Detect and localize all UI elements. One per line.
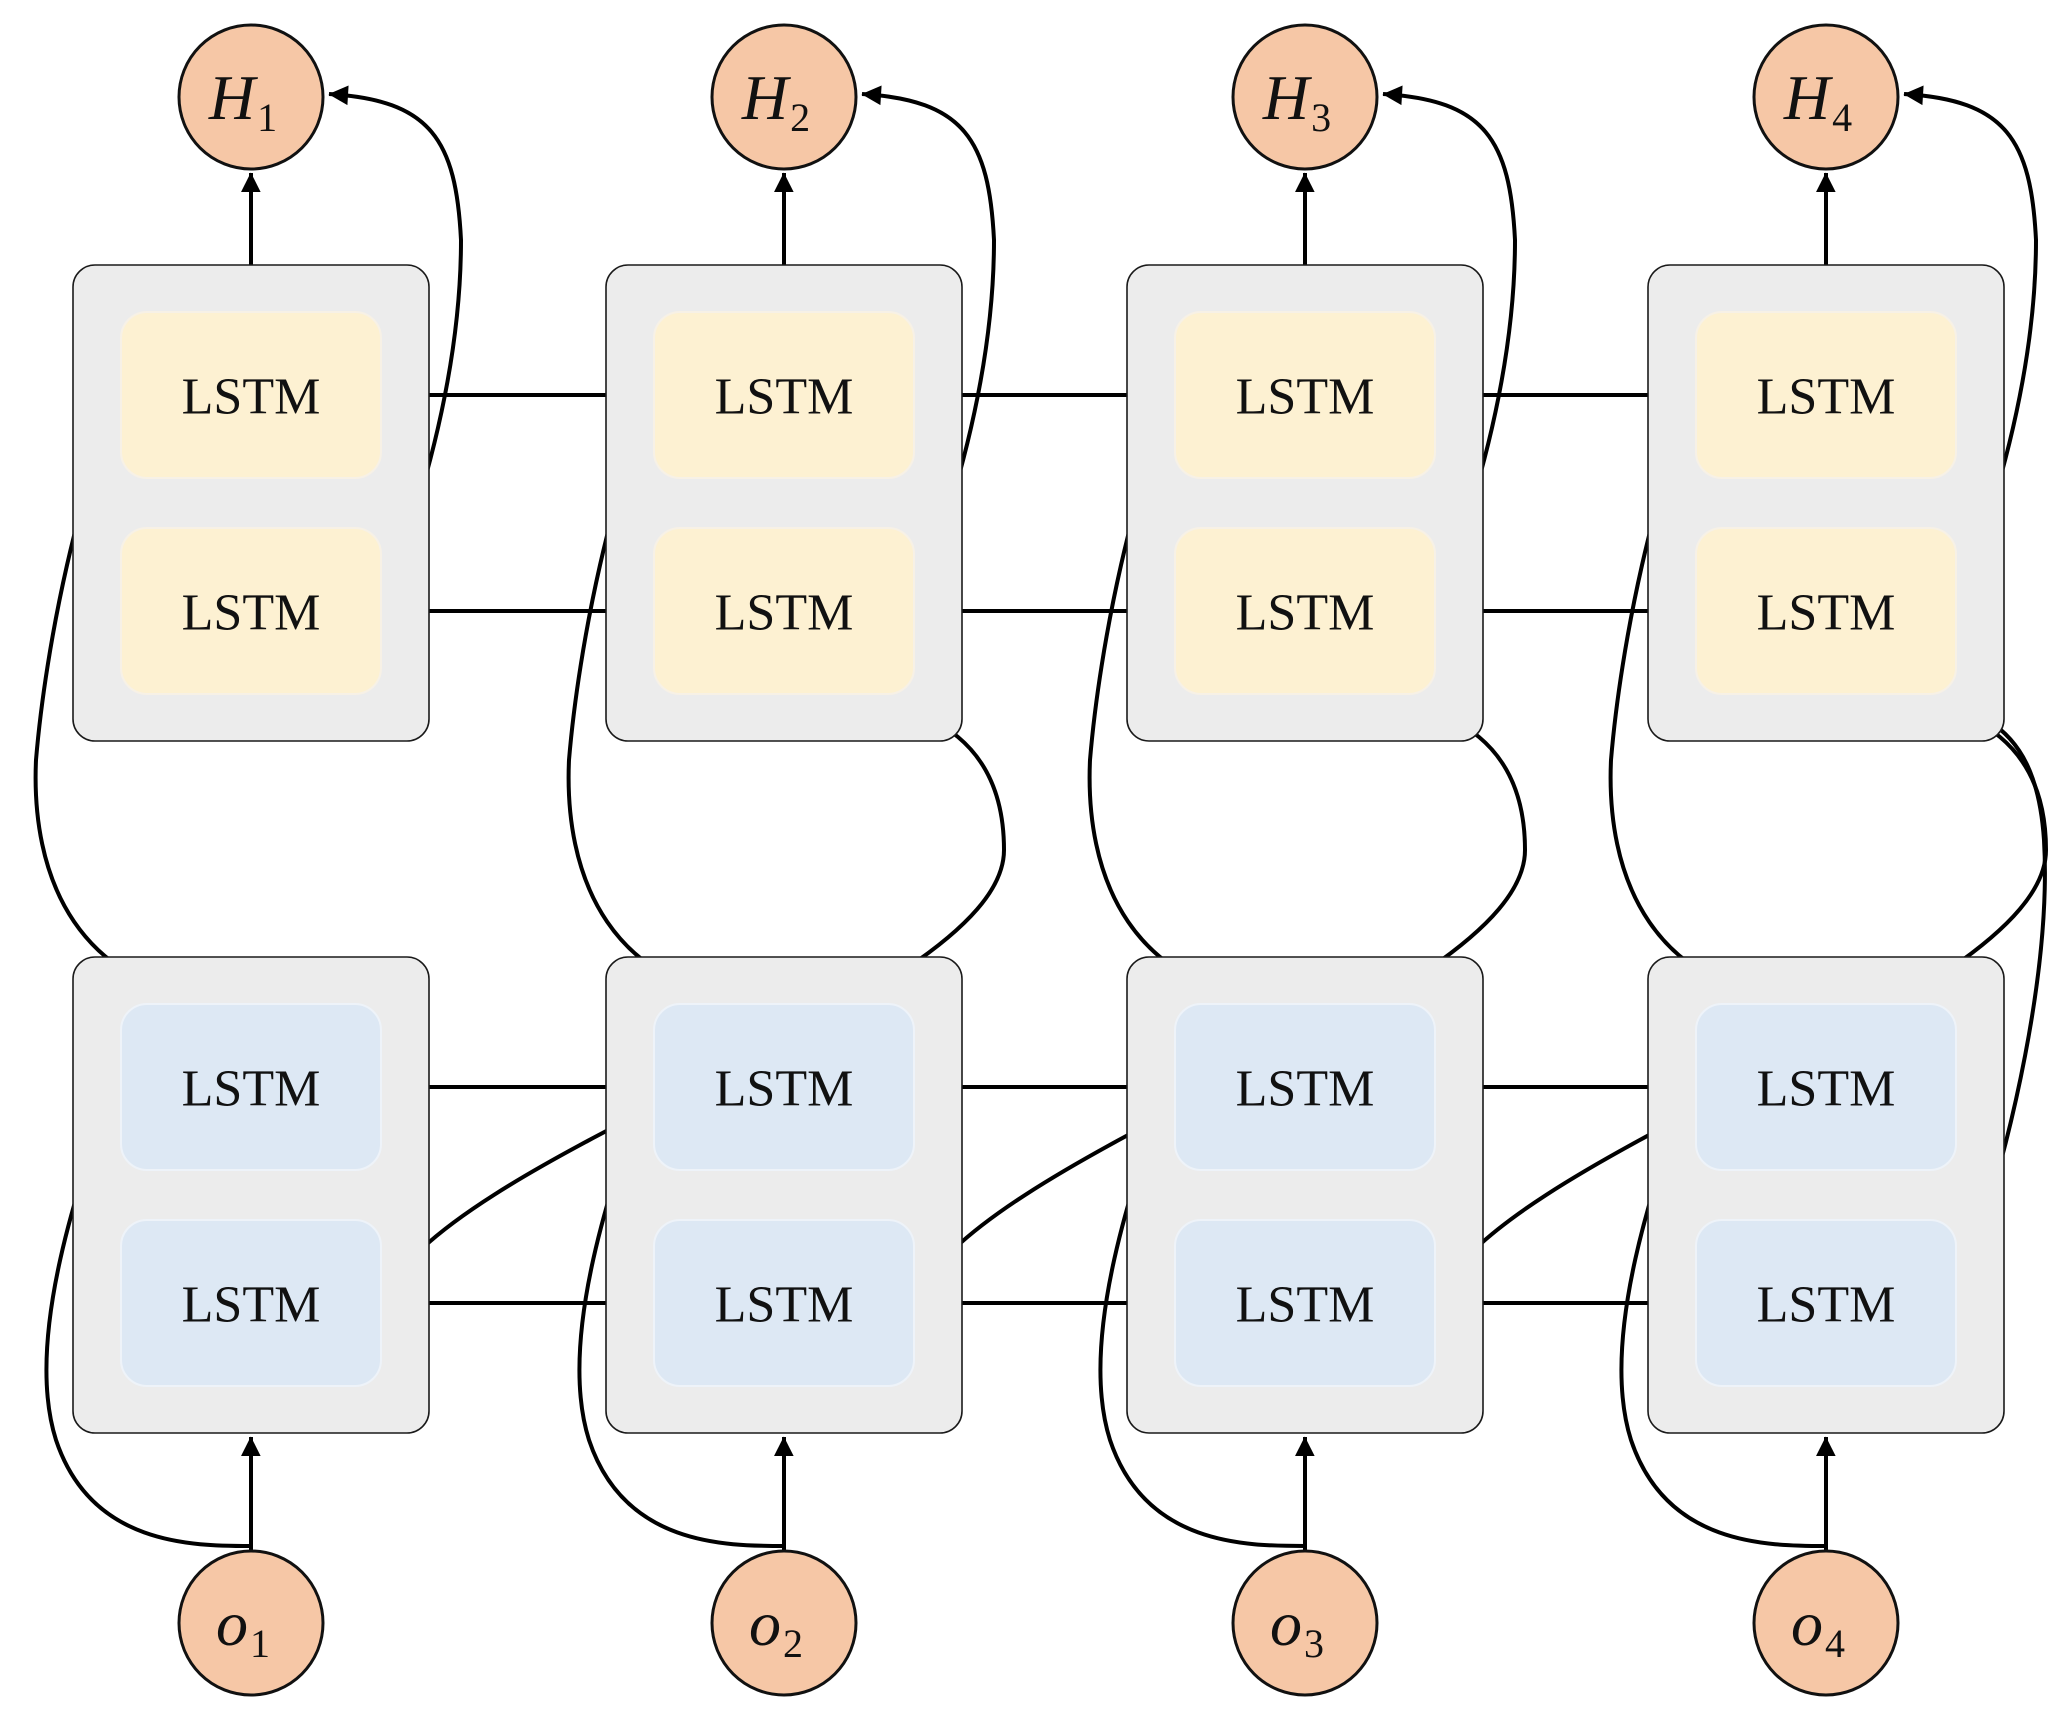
lstm-label: LSTM: [715, 1061, 854, 1118]
lstm-label: LSTM: [182, 369, 321, 426]
lstm-label: LSTM: [715, 585, 854, 642]
lstm-label: LSTM: [1236, 585, 1375, 642]
lstm-label: LSTM: [1757, 1277, 1896, 1334]
output-node-2-subscript: 2: [790, 95, 810, 140]
input-node-2-subscript: 2: [783, 1621, 803, 1666]
input-node-2: o2: [710, 1549, 858, 1697]
upper-backward-lstm-cell-1: [120, 311, 382, 479]
upper-forward-lstm-cell-3: [1174, 527, 1436, 695]
upper-forward-lstm-cell-2: [653, 527, 915, 695]
upper-backward-lstm-cell-3: [1174, 311, 1436, 479]
lstm-label: LSTM: [1757, 585, 1896, 642]
output-node-1-circle: [177, 23, 325, 171]
input-node-1-circle: [177, 1549, 325, 1697]
output-node-4-circle: [1752, 23, 1900, 171]
output-node-1-symbol: H: [208, 62, 259, 133]
output-node-4-subscript: 4: [1832, 95, 1852, 140]
output-node-3-subscript: 3: [1311, 95, 1331, 140]
upper-backward-lstm-cell-2: [653, 311, 915, 479]
output-node-3: H3: [1231, 23, 1379, 171]
output-node-2-circle: [710, 23, 858, 171]
output-node-4: H4: [1752, 23, 1900, 171]
output-node-2: H2: [710, 23, 858, 171]
lstm-label: LSTM: [1236, 1277, 1375, 1334]
lstm-label: LSTM: [1757, 1061, 1896, 1118]
upper-forward-lstm-cell-4: [1695, 527, 1957, 695]
input-node-4: o4: [1752, 1549, 1900, 1697]
input-node-2-label: o2: [749, 1588, 803, 1666]
upper-forward-lstm-cell-1: [120, 527, 382, 695]
lower-backward-lstm-cell-4: [1695, 1003, 1957, 1171]
output-node-1-label: H1: [208, 62, 277, 140]
output-node-2-symbol: H: [741, 62, 792, 133]
input-node-1-symbol: o: [216, 1588, 248, 1659]
lstm-label: LSTM: [182, 1277, 321, 1334]
lower-backward-lstm-cell-1: [120, 1003, 382, 1171]
input-node-2-circle: [710, 1549, 858, 1697]
input-node-4-label: o4: [1791, 1588, 1845, 1666]
lstm-label: LSTM: [715, 1277, 854, 1334]
lower-forward-lstm-cell-2: [653, 1219, 915, 1387]
lower-forward-lstm-cell-1: [120, 1219, 382, 1387]
lstm-label: LSTM: [715, 369, 854, 426]
input-node-1-subscript: 1: [250, 1621, 270, 1666]
lower-backward-lstm-cell-2: [653, 1003, 915, 1171]
lstm-label: LSTM: [1757, 369, 1896, 426]
input-node-3-circle: [1231, 1549, 1379, 1697]
input-node-4-symbol: o: [1791, 1588, 1823, 1659]
lstm-label: LSTM: [182, 1061, 321, 1118]
input-node-4-circle: [1752, 1549, 1900, 1697]
output-node-1: H1: [177, 23, 325, 171]
input-node-2-symbol: o: [749, 1588, 781, 1659]
output-node-3-symbol: H: [1262, 62, 1313, 133]
lower-forward-lstm-cell-3: [1174, 1219, 1436, 1387]
input-node-3: o3: [1231, 1549, 1379, 1697]
output-node-3-circle: [1231, 23, 1379, 171]
input-node-4-subscript: 4: [1825, 1621, 1845, 1666]
lstm-label: LSTM: [182, 585, 321, 642]
lstm-label: LSTM: [1236, 369, 1375, 426]
lstm-label: LSTM: [1236, 1061, 1375, 1118]
input-node-3-label: o3: [1270, 1588, 1324, 1666]
output-node-4-symbol: H: [1783, 62, 1834, 133]
input-node-3-subscript: 3: [1304, 1621, 1324, 1666]
input-node-1-label: o1: [216, 1588, 270, 1666]
output-node-3-label: H3: [1262, 62, 1331, 140]
lower-forward-lstm-cell-4: [1695, 1219, 1957, 1387]
input-node-1: o1: [177, 1549, 325, 1697]
output-node-4-label: H4: [1783, 62, 1852, 140]
output-node-2-label: H2: [741, 62, 810, 140]
lstm-blocks: LSTM LSTM LSTM LSTM LSTM LSTM LSTM LSTM LSTM LSTM…: [72, 264, 2005, 1434]
lower-backward-lstm-cell-3: [1174, 1003, 1436, 1171]
output-node-1-subscript: 1: [257, 95, 277, 140]
upper-backward-lstm-cell-4: [1695, 311, 1957, 479]
input-node-3-symbol: o: [1270, 1588, 1302, 1659]
